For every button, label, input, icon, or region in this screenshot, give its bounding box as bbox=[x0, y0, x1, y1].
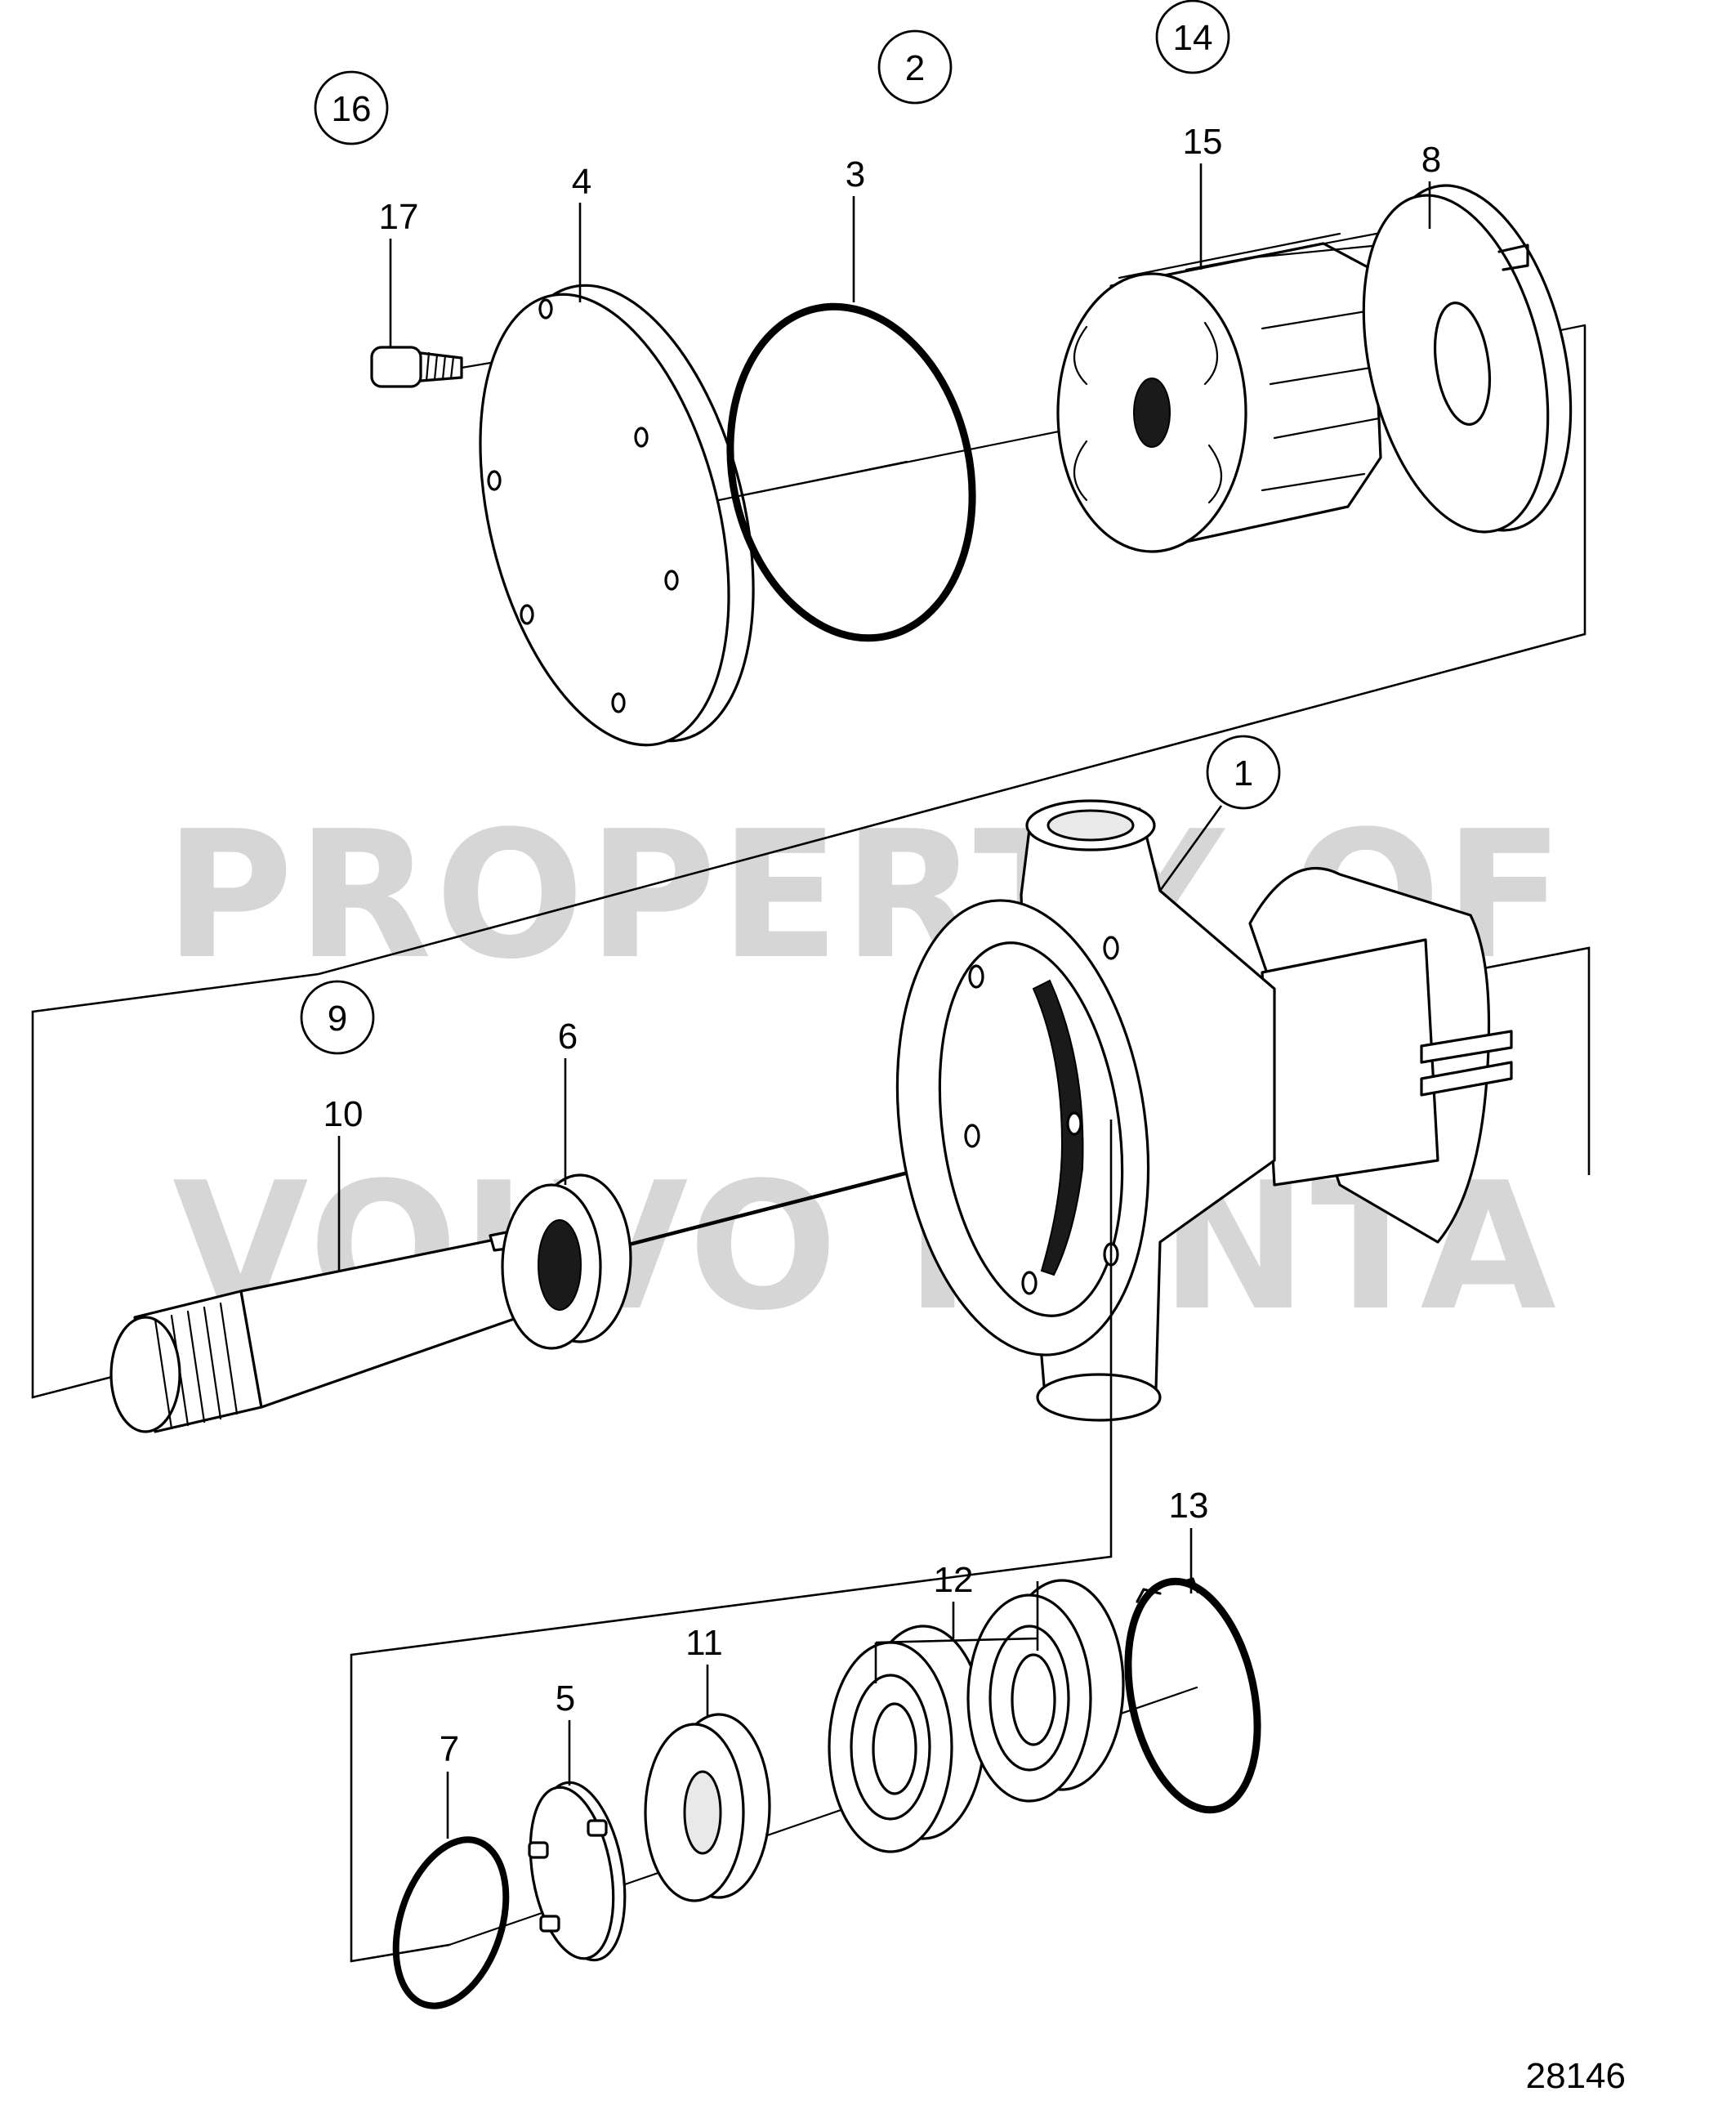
callout-13: 13 bbox=[1169, 1486, 1209, 1526]
part-7-o-ring bbox=[392, 1836, 510, 2009]
bottom-group-bracket bbox=[350, 1120, 1113, 1963]
part-10-shaft bbox=[109, 1227, 537, 1433]
part-8-wear-plate bbox=[1362, 184, 1573, 534]
part-3-o-ring bbox=[726, 302, 976, 642]
part-11-seal-ring bbox=[644, 1713, 771, 1902]
part-6-seal bbox=[501, 1173, 632, 1350]
part-12-bearings bbox=[828, 1579, 1125, 1853]
callout-7: 7 bbox=[440, 1729, 459, 1769]
callout-14: 14 bbox=[1173, 18, 1213, 58]
callout-10: 10 bbox=[324, 1094, 364, 1134]
callout-2: 2 bbox=[905, 48, 925, 88]
callout-17: 17 bbox=[379, 197, 419, 237]
part-15-impeller bbox=[1056, 231, 1382, 553]
callout-4: 4 bbox=[572, 162, 591, 202]
callout-11: 11 bbox=[685, 1623, 723, 1663]
callout-labels: 16 2 14 1 9 17 4 3 15 8 6 10 13 12 11 5 … bbox=[300, 0, 1441, 1769]
leader-1 bbox=[1158, 805, 1223, 892]
callout-circle-9 bbox=[300, 980, 375, 1055]
drawing-reference-number: 28146 bbox=[1526, 2056, 1626, 2096]
callout-6: 6 bbox=[558, 1017, 578, 1057]
top-assembly-group bbox=[318, 163, 1586, 976]
callout-12: 12 bbox=[934, 1560, 974, 1600]
part-4-cover-plate bbox=[479, 284, 908, 747]
callout-3: 3 bbox=[846, 154, 865, 194]
callout-circle-2 bbox=[877, 29, 953, 105]
callout-8: 8 bbox=[1421, 140, 1441, 180]
leader-12 bbox=[874, 1581, 1039, 1683]
part-5-washer bbox=[528, 1781, 627, 1962]
part-13-circlip bbox=[1124, 1577, 1261, 1814]
callout-15: 15 bbox=[1183, 122, 1223, 162]
bottom-assembly-group bbox=[350, 1120, 1261, 2009]
callout-circle-14 bbox=[1155, 0, 1230, 74]
callout-16: 16 bbox=[332, 89, 372, 129]
top-group-bracket bbox=[318, 325, 1586, 976]
callout-5: 5 bbox=[556, 1678, 575, 1719]
callout-9: 9 bbox=[328, 999, 347, 1039]
callout-circle-1 bbox=[1206, 735, 1281, 810]
middle-group-bracket-right bbox=[1462, 946, 1591, 1175]
callout-circle-16 bbox=[314, 70, 389, 145]
callout-1: 1 bbox=[1234, 753, 1253, 793]
